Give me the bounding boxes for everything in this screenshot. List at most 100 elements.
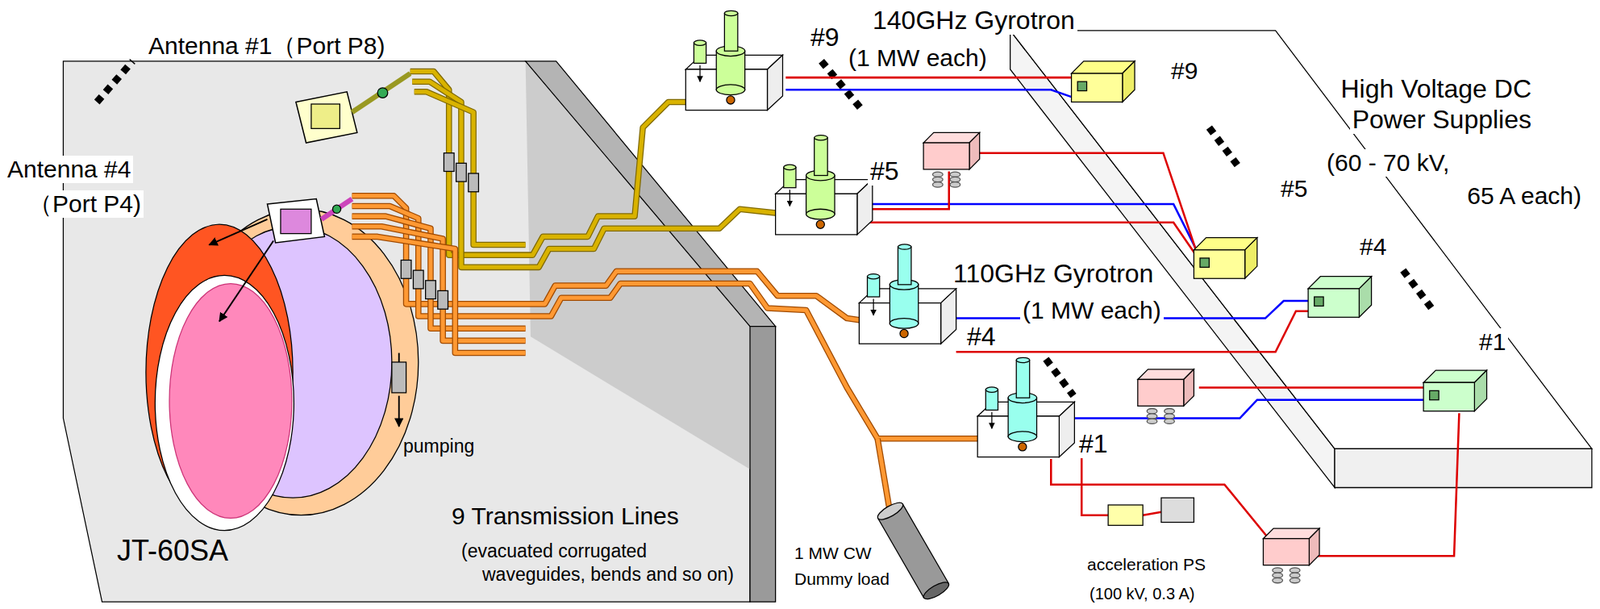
coil <box>950 176 961 182</box>
waveguide-110ghz <box>352 205 1006 438</box>
power-supply-rating: 65 A each) <box>1464 182 1584 211</box>
device-name: JT-60SA <box>114 533 231 567</box>
acceleration-ps-box <box>1108 504 1143 525</box>
gyrotron-label: 140GHz Gyrotron <box>870 5 1078 36</box>
gyrotron-base-side <box>1058 401 1075 457</box>
coil <box>1164 418 1175 424</box>
waveguide-outline <box>877 438 890 512</box>
magnet <box>889 284 918 324</box>
power-supply-terminal <box>1314 296 1324 306</box>
bellows <box>456 162 467 182</box>
unit-number: #4 <box>964 321 999 352</box>
coil <box>932 171 943 177</box>
waveguide-outline <box>352 205 1006 438</box>
wall-front <box>750 326 776 602</box>
power-supply-terminal <box>1200 258 1209 267</box>
gyrotron-tube-top <box>1016 357 1030 363</box>
port-dot <box>900 329 909 338</box>
small-arrow <box>872 299 874 316</box>
gun-cylinder-top <box>783 164 796 170</box>
unit-side <box>969 132 980 170</box>
power-supply-side <box>1358 276 1371 318</box>
power-supply-front <box>1423 382 1475 411</box>
red-cable <box>1142 512 1162 516</box>
magnet-bottom <box>1008 431 1037 442</box>
gyrotron-label: 110GHz Gyrotron <box>950 258 1156 289</box>
red-cable <box>867 222 1196 255</box>
gyrotron-base-side <box>767 54 784 110</box>
unit-number: #5 <box>1278 175 1310 204</box>
power-supply-label: High Voltage DC <box>1337 74 1534 105</box>
acceleration-ps-box <box>1161 497 1194 522</box>
antenna-port: （Port P4) <box>25 190 144 219</box>
coil <box>1146 418 1158 424</box>
power-supply-front <box>1193 250 1245 279</box>
blue-cable <box>785 89 1071 97</box>
magnet-bottom <box>889 318 918 330</box>
transformer-unit <box>1262 528 1320 584</box>
small-arrow <box>991 412 992 429</box>
gyrotron-tube <box>1016 359 1030 398</box>
acceleration-ps-label: acceleration PS <box>1084 554 1209 575</box>
unit-number: #1 <box>1076 429 1111 459</box>
unit-number: #9 <box>1168 57 1200 86</box>
ellipsis-dots <box>1045 358 1074 396</box>
transformer-unit <box>1137 369 1195 425</box>
unit-front <box>1262 538 1309 566</box>
power-supply <box>1193 237 1257 280</box>
gyrotron-tube <box>814 137 828 176</box>
magnet <box>806 175 835 215</box>
antenna-pipe <box>321 199 353 220</box>
unit-number: #9 <box>808 22 842 53</box>
waveguide-to-dummy-load <box>877 438 890 512</box>
port-dot <box>1018 442 1027 451</box>
antenna-mirror <box>311 104 340 129</box>
antenna-pipe <box>352 73 411 113</box>
power-supply-side <box>1474 370 1487 412</box>
antenna-mirror <box>280 208 312 234</box>
red-cable <box>785 76 1071 80</box>
antenna-frame <box>295 91 358 143</box>
magnet <box>1008 397 1037 437</box>
gyrotron-tube-top <box>814 135 828 141</box>
waveguide-110ghz <box>352 236 526 353</box>
power-supply <box>1071 61 1135 103</box>
unit-side <box>1308 528 1320 566</box>
power-supply <box>1308 276 1371 318</box>
coil <box>950 182 961 188</box>
coil <box>1164 413 1175 419</box>
cables <box>785 77 1459 556</box>
gyrotron-tube-top <box>897 244 911 250</box>
power-supply <box>1423 370 1487 412</box>
pumping-label: pumping <box>400 435 477 457</box>
bellows <box>400 259 412 279</box>
waveguide-outline <box>352 216 526 329</box>
coil <box>1146 408 1158 413</box>
power-supply-side <box>1245 237 1258 280</box>
transmission-line-note: (evacuated corrugated <box>458 540 650 562</box>
gyrotron <box>977 357 1075 457</box>
ellipsis-dots <box>96 61 133 103</box>
dummy-load-label: 1 MW CW <box>791 543 875 563</box>
transmission-lines <box>352 71 1006 512</box>
beam-arrow <box>208 219 267 246</box>
transmission-line-note: waveguides, bends and so on) <box>479 563 737 585</box>
port-dot <box>816 220 825 229</box>
gyrotron <box>858 244 956 344</box>
bellows <box>468 173 480 192</box>
magnet-bottom <box>716 84 745 96</box>
antenna-label: Antenna #1（Port P8) <box>145 32 388 61</box>
plasma <box>169 283 292 519</box>
magnet <box>716 50 745 90</box>
torus-hall-floor <box>62 61 750 602</box>
red-cable <box>1081 457 1109 516</box>
waveguide-140ghz <box>414 91 526 246</box>
dummy-load-label: Dummy load <box>791 569 892 589</box>
waveguide-outline <box>352 236 526 353</box>
rack-front <box>1334 448 1592 488</box>
coil <box>1289 577 1300 583</box>
red-cable <box>1199 386 1424 389</box>
beam-arrow <box>219 240 274 321</box>
flange <box>332 204 341 213</box>
